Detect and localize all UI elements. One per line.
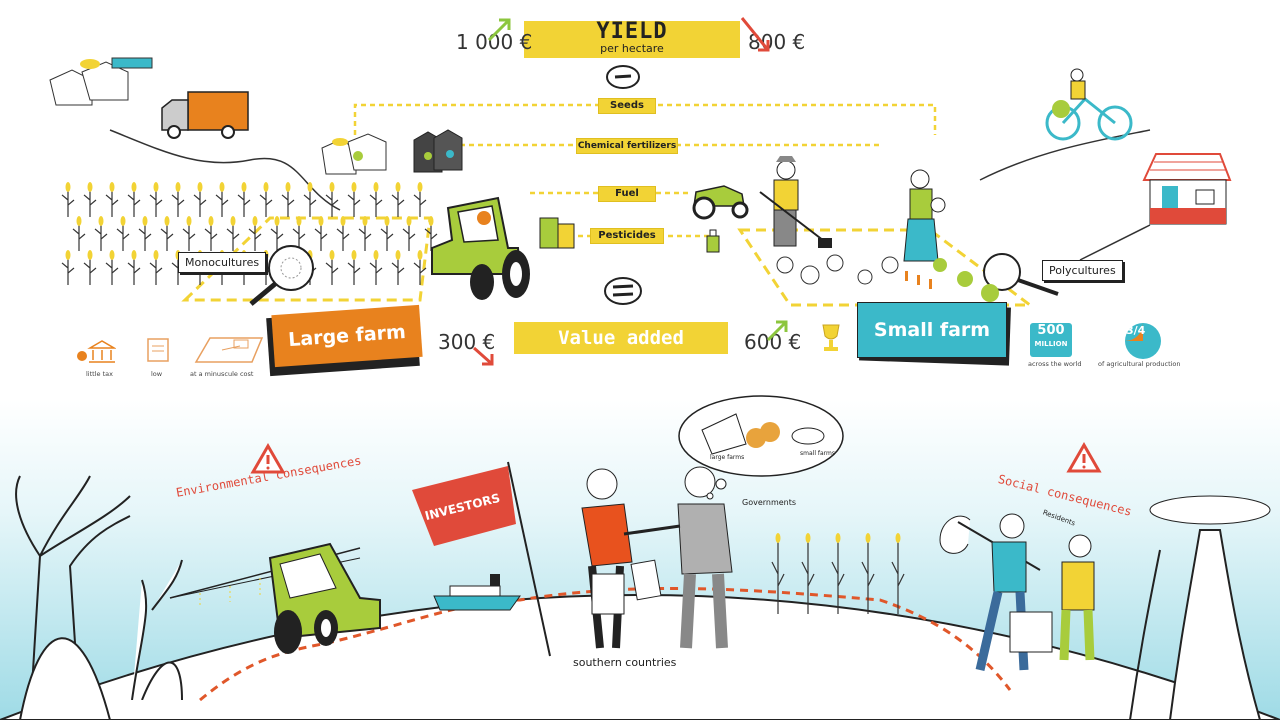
value-added-title: Value added [558,327,684,349]
warning-env-icon [250,443,286,474]
jerrycan-icon [539,217,575,249]
large-farm-label: Large farm [271,304,423,368]
yield-title: YIELD [596,19,668,44]
large-tractor-icon [431,196,530,300]
bank-icon [77,340,116,363]
tag-seeds: Seeds [598,98,656,114]
thought-small-farms: small farms [800,450,836,457]
value-added-large: 300 € [438,330,496,354]
seed-sacks-icon [321,133,387,175]
tag-fuel: Fuel [598,186,656,202]
investors-flag-icon [412,461,551,657]
yield-box: YIELD per hectare [524,21,740,58]
yield-subtitle: per hectare [600,42,664,55]
arrow-down-red-icon [473,346,494,366]
stat1-value: 500 [1037,323,1065,338]
thought-large-farms: large farms [710,454,745,461]
stat1-unit: MILLION [1034,340,1068,348]
corn-row-bottom [771,533,905,614]
tag-fertilizers: Chemical fertilizers [576,138,678,154]
cyclist-icon [1045,68,1133,141]
stat1-caption: across the world [1028,360,1082,368]
arrow-down-icon [740,17,770,52]
magnifier-small-icon [983,253,1059,296]
note-low: low [151,370,163,378]
polycultures-tag: Polycultures [1042,260,1123,281]
trophy-icon [822,324,840,351]
southern-countries-label: southern countries [573,656,677,669]
handshake-figures-icon [581,466,733,649]
pie-three-quarters-icon [1125,323,1161,359]
note-minuscule-cost: at a minuscule cost [190,370,254,378]
house-icon [1142,153,1232,225]
equals-icon [604,277,642,305]
baobab-small-left-icon [131,559,183,700]
stat2-caption: of agricultural production [1098,360,1181,368]
small-tractor-icon [692,185,749,220]
paper-icon [147,338,169,362]
stat2-value: 3/4 [1126,324,1146,337]
migrants-figures-icon [939,513,1095,672]
polyculture-plants [776,254,999,302]
truck-icon [161,91,249,139]
grain-sacks-icon [49,57,153,106]
irrigation-tractor-icon [169,542,381,654]
pesticide-bottle-icon [706,229,720,253]
value-added-box: Value added [514,322,728,354]
minus-icon [606,65,640,89]
baobab-left-icon [15,475,131,720]
arrow-up-green-icon [766,320,788,342]
stat-500-badge: 500 MILLION [1030,323,1072,357]
monocultures-tag: Monocultures [178,252,267,273]
note-little-tax: little tax [86,370,113,378]
land-plot-icon [194,337,264,363]
baobab-right-icon [1129,495,1271,720]
farmer-icon [759,156,832,248]
cargo-ship-icon [433,574,521,611]
yield-small-value: 800 € [748,30,806,54]
magnifier-icon [249,245,314,306]
governments-label: Governments [742,498,797,507]
tag-pesticides: Pesticides [590,228,664,244]
arrow-up-icon [487,18,511,42]
fertilizer-bags-icon [413,129,463,173]
warning-social-icon [1066,442,1102,473]
small-farm-label: Small farm [857,302,1007,358]
thought-bubble-icon [678,395,844,500]
